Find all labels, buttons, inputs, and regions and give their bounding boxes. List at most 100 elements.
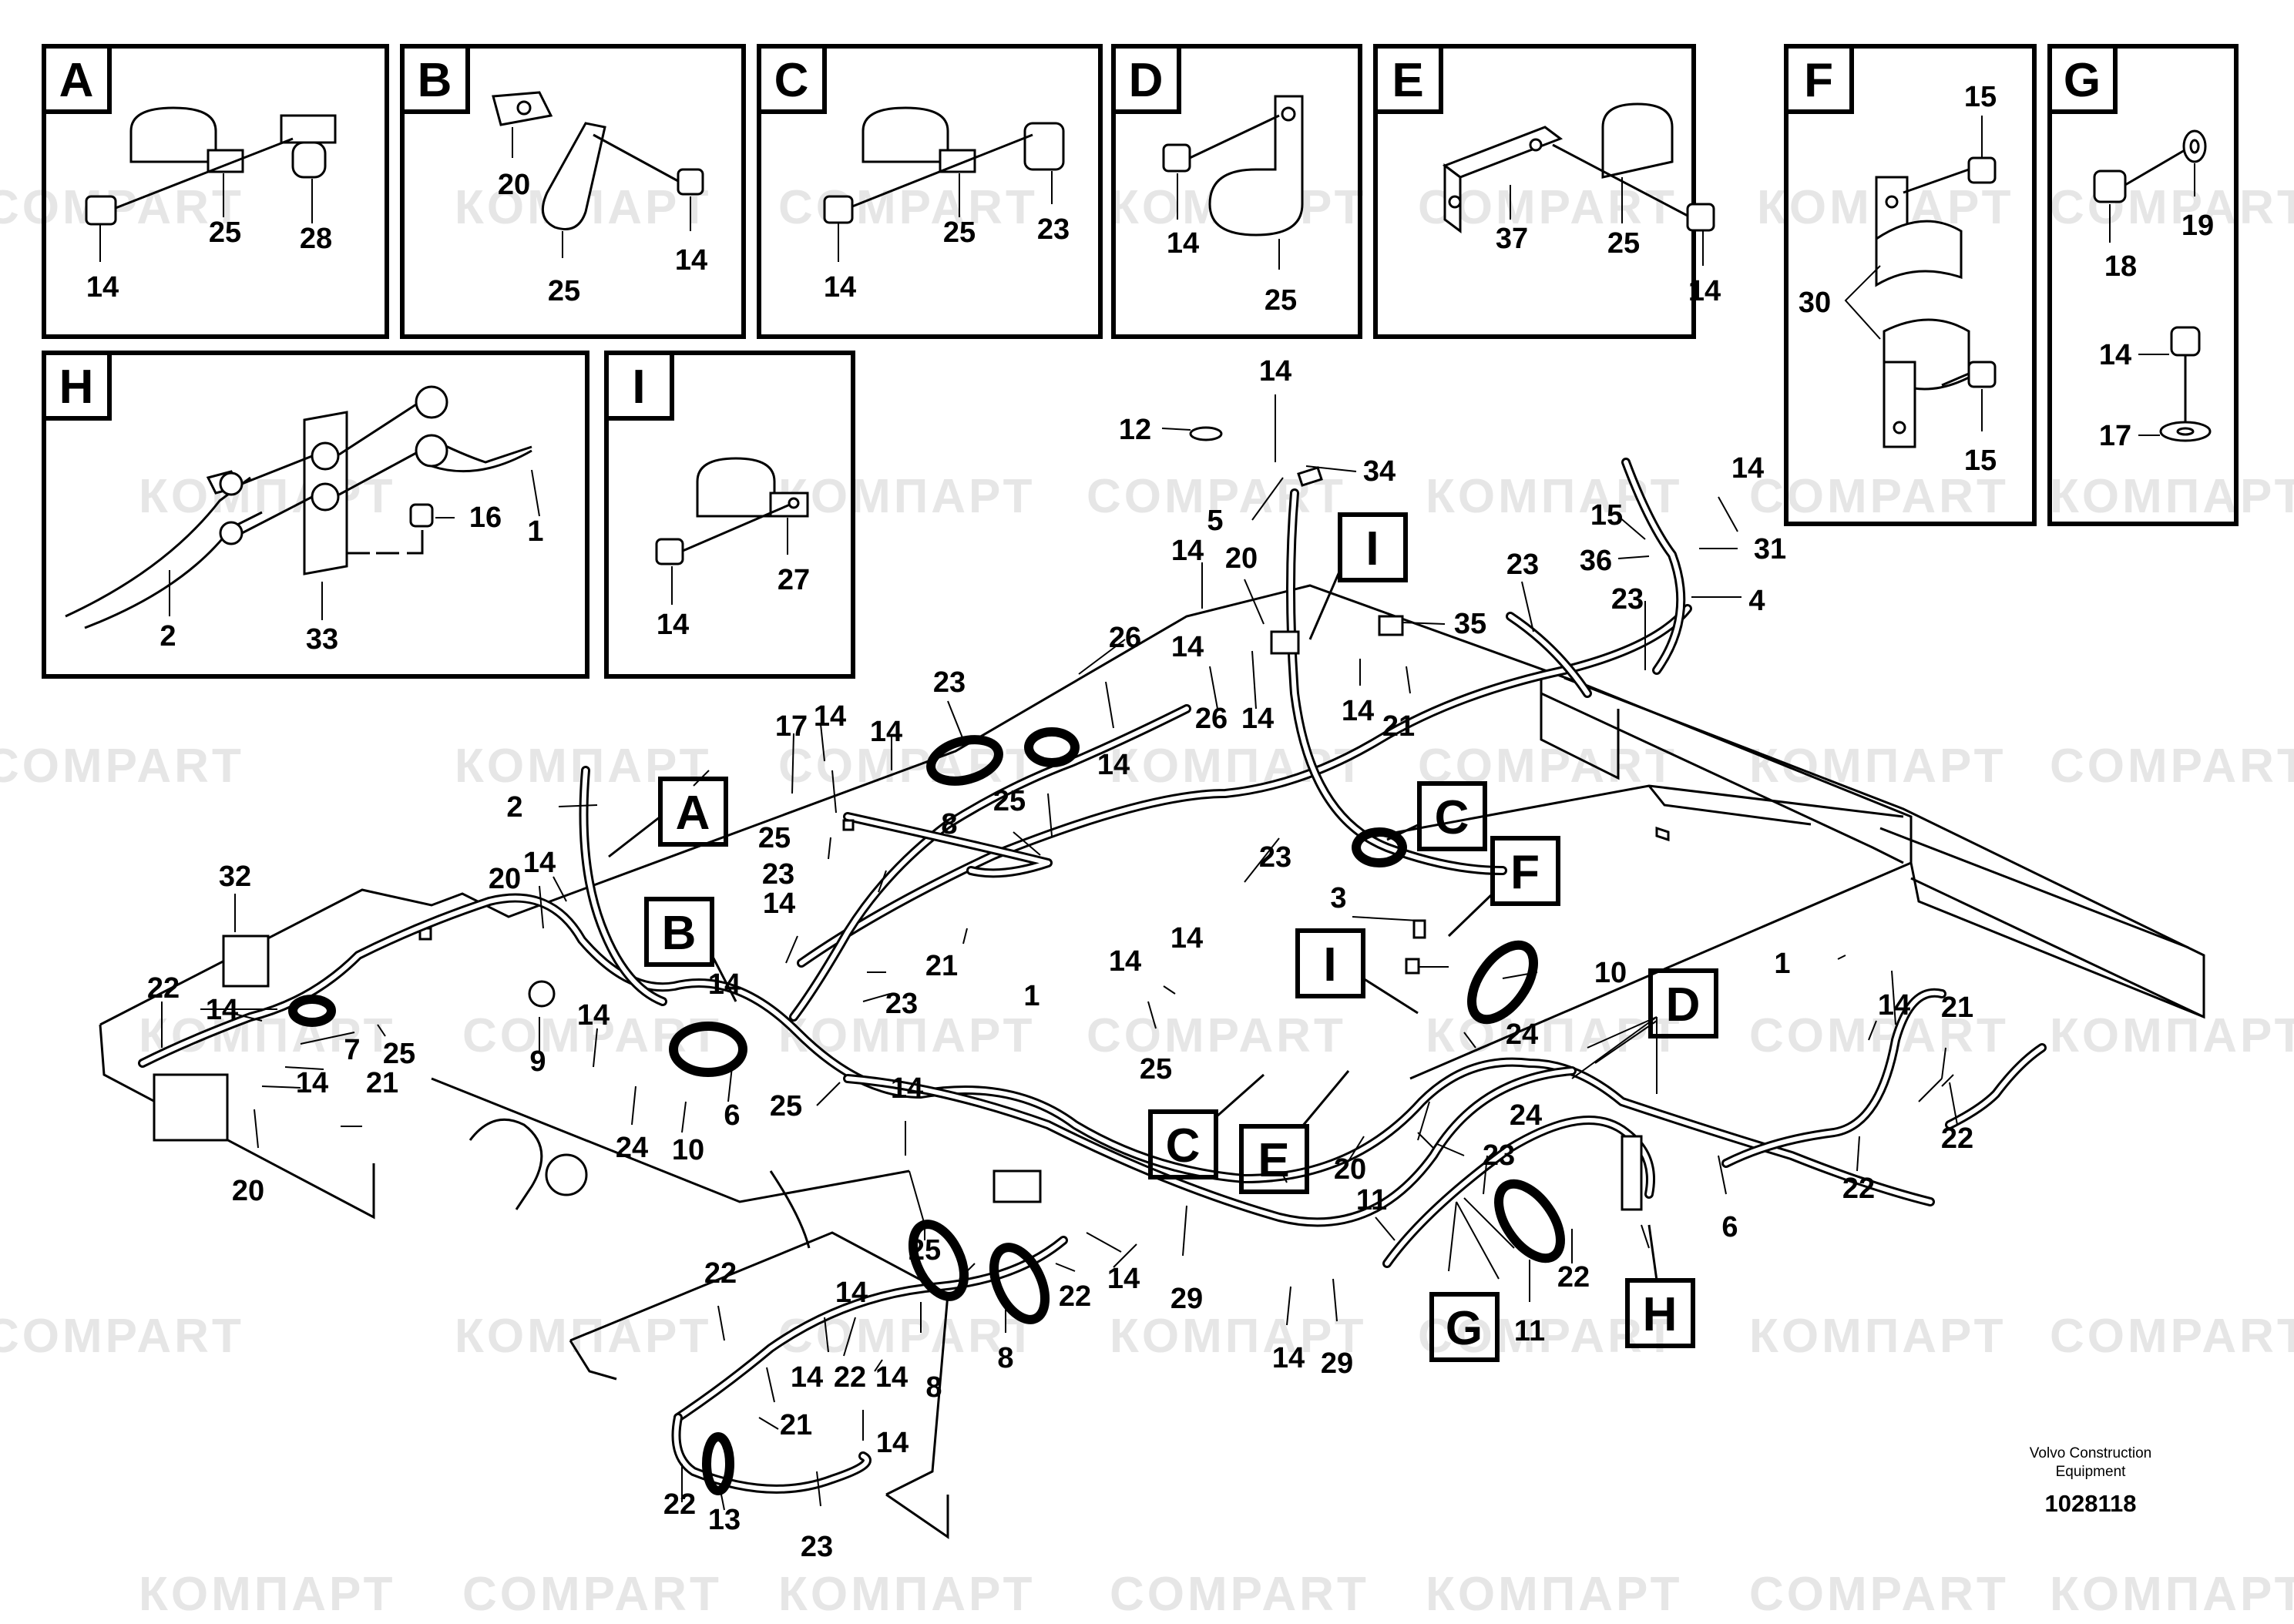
callout-number: 22 — [147, 972, 180, 1005]
callout-number: 26 — [1195, 703, 1228, 735]
bolt-icon — [1941, 361, 1997, 388]
watermark: COMPART — [1749, 1568, 2009, 1620]
callout-number: 17 — [2099, 420, 2131, 452]
callout-number: 20 — [232, 1175, 264, 1207]
watermark: КОМПАРТ — [2050, 1568, 2294, 1620]
callout-number: 25 — [909, 1234, 941, 1267]
inset-letter: A — [59, 54, 94, 107]
bolt-icon — [2170, 326, 2201, 424]
ref-letter: I — [1323, 938, 1336, 992]
callout-number: 14 — [1688, 275, 1721, 307]
ref-label-d: D — [1648, 968, 1718, 1038]
callout-number: 20 — [498, 169, 530, 201]
callout-number: 14 — [206, 994, 238, 1026]
ref-label-f: F — [1447, 836, 1560, 938]
drawing-footer: Volvo Construction Equipment 1028118 — [2030, 1445, 2151, 1517]
callout-number: 18 — [2104, 250, 2137, 283]
inset-f: F 15 30 15 — [1784, 44, 2037, 526]
inset-letter: C — [774, 54, 809, 107]
callout-number: 23 — [1506, 549, 1539, 581]
callout-number: 30 — [1799, 287, 1831, 319]
callout-number: 23 — [1483, 1139, 1515, 1172]
document-number: 1028118 — [2045, 1490, 2137, 1517]
p-clamp-icon — [1601, 102, 1674, 179]
p-clamp-icon — [1883, 318, 1970, 448]
ref-letter: B — [662, 907, 697, 960]
callout-number: 21 — [1941, 992, 1973, 1024]
reference-labels: A B C C D E F — [608, 512, 1718, 1362]
ref-label-c-lower: C — [1148, 1073, 1265, 1179]
callout-number: 14 — [791, 1361, 823, 1394]
p-clamp-icon — [862, 106, 976, 173]
cap-icon — [1023, 122, 1065, 171]
callout-number: 14 — [657, 609, 689, 641]
connector-blocks — [153, 426, 1643, 1211]
callout-number: 23 — [1611, 583, 1644, 616]
watermark: COMPART — [1087, 1009, 1346, 1062]
ref-label-i-upper: I — [1308, 512, 1408, 640]
watermark: КОМПАРТ — [1426, 1568, 1682, 1620]
callout-number: 12 — [1119, 414, 1151, 446]
ref-letter: A — [676, 787, 710, 840]
ref-letter: E — [1258, 1134, 1289, 1187]
callout-number: 14 — [1107, 1263, 1140, 1295]
ref-label-e: E — [1239, 1070, 1350, 1194]
rubber-grommet-icon — [280, 114, 337, 179]
callout-number: 1 — [1023, 980, 1040, 1012]
watermark: COMPART — [0, 1310, 244, 1363]
callout-number: 14 — [835, 1277, 868, 1309]
inset-i: I 27 14 — [604, 351, 855, 679]
ref-letter: H — [1643, 1288, 1678, 1341]
publisher-credit: Equipment — [2056, 1464, 2127, 1480]
callout-number: 20 — [1334, 1153, 1366, 1186]
ref-letter: G — [1446, 1302, 1483, 1355]
callout-number: 14 — [875, 1361, 908, 1394]
callout-number: 14 — [870, 716, 902, 748]
watermark: COMPART — [462, 1568, 722, 1620]
callout-number: 14 — [577, 999, 610, 1032]
callout-number: 21 — [366, 1067, 398, 1099]
callout-number: 14 — [1272, 1342, 1305, 1374]
callout-number: 22 — [704, 1257, 737, 1290]
callout-number: 23 — [762, 858, 794, 891]
callout-number: 5 — [1207, 505, 1223, 537]
callout-number: 15 — [1590, 499, 1623, 532]
callout-number: 15 — [1964, 81, 1997, 113]
callout-number: 14 — [675, 244, 707, 277]
callout-number: 14 — [1342, 695, 1374, 727]
watermark: КОМПАРТ — [2050, 1009, 2294, 1062]
callout-number: 6 — [1721, 1211, 1738, 1243]
watermark: КОМПАРТ — [1749, 1310, 2006, 1363]
callout-number: 24 — [616, 1132, 648, 1164]
callout-number: 11 — [1356, 1184, 1387, 1216]
callout-number: 22 — [1557, 1261, 1590, 1293]
callout-number: 31 — [1754, 533, 1786, 565]
bolt-icon — [1162, 114, 1280, 173]
callout-number: 32 — [219, 861, 251, 893]
bolt-icon — [2093, 149, 2185, 203]
ref-letter: C — [1166, 1119, 1201, 1173]
callout-number: 21 — [1382, 710, 1415, 743]
callout-number: 14 — [523, 847, 556, 879]
bolt-icon — [823, 133, 1033, 224]
callout-number: 20 — [489, 863, 521, 895]
inset-letter: F — [1804, 54, 1833, 107]
callout-number: 14 — [86, 271, 119, 304]
watermark-row: КОМПАРТ КОМПАРТ COMPART КОМПАРТ COMPART … — [139, 470, 2294, 523]
callout-number: 8 — [941, 808, 957, 841]
watermark: КОМПАРТ — [139, 1009, 395, 1062]
callout-number: 13 — [708, 1504, 741, 1536]
callout-number: 8 — [925, 1371, 942, 1404]
callout-number: 14 — [708, 968, 741, 1001]
callout-number: 9 — [529, 1045, 546, 1078]
callout-number: 14 — [1097, 749, 1130, 781]
callout-number: 25 — [1265, 284, 1297, 317]
bolt-icon — [1552, 143, 1715, 232]
callout-number: 15 — [1964, 445, 1997, 477]
inset-letter: E — [1392, 54, 1423, 107]
watermark: COMPART — [1749, 470, 2009, 523]
callout-number: 21 — [780, 1409, 812, 1441]
watermark: COMPART — [1418, 1310, 1678, 1363]
callout-number: 21 — [925, 950, 958, 982]
chassis-frame — [99, 584, 2205, 1539]
